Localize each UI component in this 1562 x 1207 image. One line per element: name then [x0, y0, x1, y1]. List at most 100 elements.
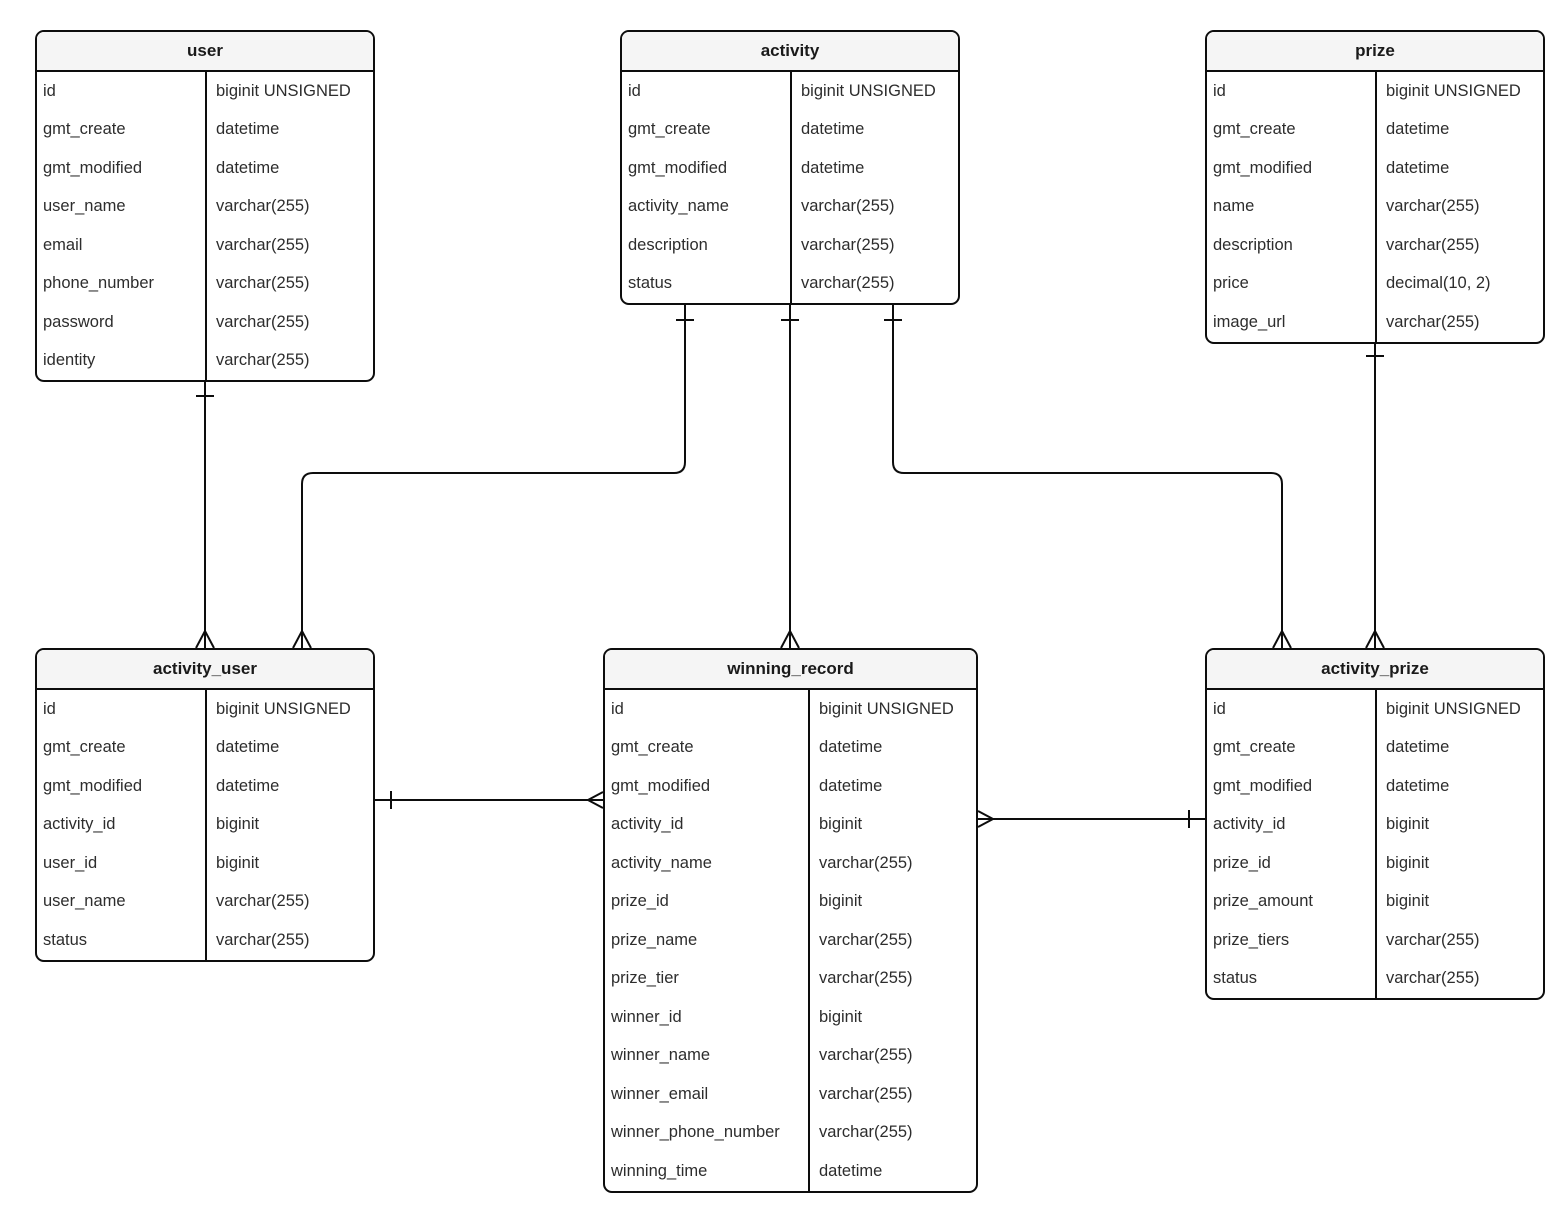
field-name: status	[43, 930, 88, 949]
field-type: varchar(255)	[216, 197, 310, 216]
table-title-user: user	[37, 32, 373, 72]
relationship-activity-activity_user[interactable]	[292, 299, 694, 649]
column-divider	[1375, 72, 1377, 342]
field-name: winning_time	[611, 1161, 708, 1180]
field-name: gmt_create	[611, 738, 694, 757]
field-name: id	[1213, 699, 1226, 718]
table-row: password varchar(255)	[37, 303, 373, 342]
column-divider	[205, 690, 207, 960]
relationship-activity-winning_record[interactable]	[780, 299, 800, 649]
field-name: activity_id	[1213, 815, 1286, 834]
field-type: datetime	[819, 738, 883, 757]
field-type: datetime	[819, 776, 883, 795]
field-type: biginit UNSIGNED	[801, 81, 936, 100]
field-type: varchar(255)	[801, 235, 895, 254]
field-name: user_id	[43, 853, 98, 872]
field-type: varchar(255)	[819, 1123, 913, 1142]
field-type: biginit UNSIGNED	[1386, 699, 1521, 718]
table-row: user_name varchar(255)	[37, 188, 373, 227]
field-type: varchar(255)	[216, 312, 310, 331]
table-row: prize_amount biginit	[1207, 883, 1543, 922]
field-name: description	[1213, 235, 1293, 254]
field-type: varchar(255)	[216, 235, 310, 254]
table-row: gmt_create datetime	[605, 729, 976, 768]
table-title-activity_user: activity_user	[37, 650, 373, 690]
table-title-activity: activity	[622, 32, 958, 72]
field-type: biginit	[1386, 815, 1430, 834]
table-row: id biginit UNSIGNED	[1207, 690, 1543, 729]
field-type: varchar(255)	[1386, 235, 1480, 254]
relationship-prize-activity_prize[interactable]	[1365, 338, 1385, 649]
field-type: datetime	[1386, 738, 1450, 757]
field-type: biginit	[216, 853, 260, 872]
field-name: gmt_create	[43, 738, 126, 757]
relationship-user-activity_user[interactable]	[195, 376, 215, 649]
relationship-activity_user-winning_record[interactable]	[375, 791, 604, 809]
field-name: phone_number	[43, 274, 155, 293]
table-row: winning_time datetime	[605, 1152, 976, 1191]
field-name: activity_id	[611, 815, 684, 834]
field-name: gmt_create	[43, 120, 126, 139]
field-name: price	[1213, 274, 1249, 293]
field-name: gmt_modified	[1213, 158, 1313, 177]
field-type: datetime	[216, 120, 280, 139]
field-name: prize_amount	[1213, 892, 1313, 911]
field-type: varchar(255)	[216, 892, 310, 911]
field-name: user_name	[43, 197, 126, 216]
relationship-activity-activity_prize[interactable]	[884, 299, 1292, 649]
field-name: prize_id	[611, 892, 669, 911]
field-type: datetime	[216, 738, 280, 757]
field-type: biginit	[1386, 853, 1430, 872]
field-type: varchar(255)	[216, 930, 310, 949]
field-name: activity_name	[628, 197, 729, 216]
field-name: id	[1213, 81, 1226, 100]
field-name: password	[43, 312, 114, 331]
field-name: prize_name	[611, 930, 698, 949]
field-name: winner_id	[611, 1007, 682, 1026]
field-name: gmt_create	[628, 120, 711, 139]
column-divider	[790, 72, 792, 303]
field-name: gmt_modified	[43, 158, 143, 177]
field-type: datetime	[819, 1161, 883, 1180]
column-divider	[205, 72, 207, 380]
relationship-activity_prize-winning_record[interactable]	[977, 810, 1205, 828]
field-name: activity_name	[611, 853, 712, 872]
table-row: gmt_modified datetime	[1207, 767, 1543, 806]
field-type: datetime	[1386, 776, 1450, 795]
field-name: status	[628, 274, 673, 293]
field-name: identity	[43, 351, 96, 370]
field-name: gmt_modified	[1213, 776, 1313, 795]
field-name: id	[43, 81, 56, 100]
table-row: user_id biginit	[37, 844, 373, 883]
field-type: biginit	[1386, 892, 1430, 911]
